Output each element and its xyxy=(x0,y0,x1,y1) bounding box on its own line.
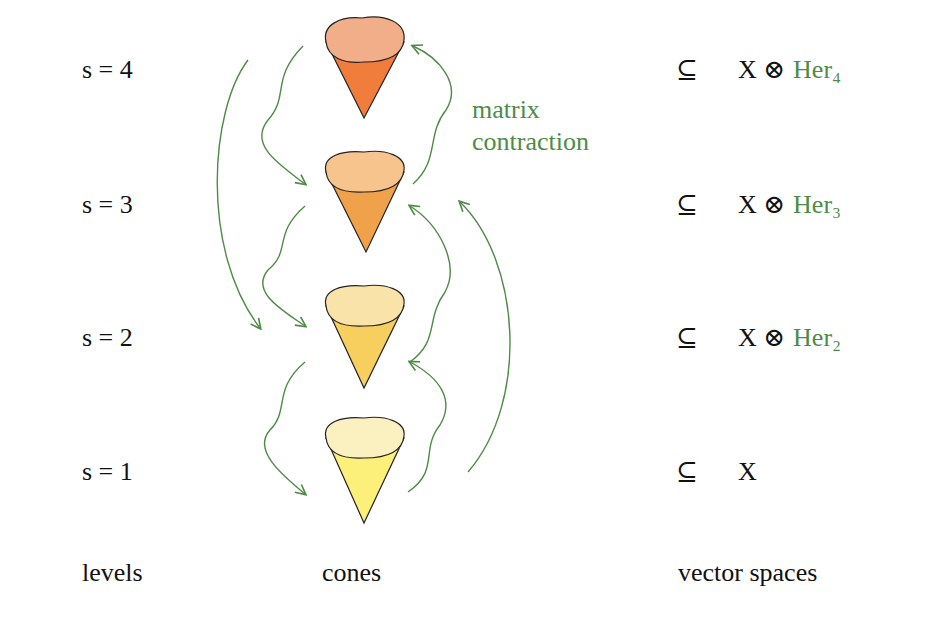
text-label: cones xyxy=(322,557,381,589)
text-label: s = 1 xyxy=(82,456,133,488)
text-label: Her₄ xyxy=(793,54,841,86)
cone-level-1 xyxy=(325,417,404,523)
text-label: ⊆ xyxy=(676,322,698,354)
text-label: X ⊗ xyxy=(738,322,785,354)
text-label: s = 3 xyxy=(82,189,133,221)
text-label: s = 4 xyxy=(82,54,133,86)
text-label: ⊆ xyxy=(676,456,698,488)
text-label: vector spaces xyxy=(678,557,817,589)
cone-level-4 xyxy=(325,17,404,118)
text-label: ⊆ xyxy=(676,189,698,221)
text-label: Her₃ xyxy=(793,189,841,221)
text-label: ⊆ xyxy=(676,54,698,86)
cone-level-3 xyxy=(325,151,404,252)
text-label: matrix contraction xyxy=(472,94,622,158)
text-label: levels xyxy=(82,557,143,589)
text-label: X xyxy=(738,456,757,488)
contraction-arrows xyxy=(217,46,510,494)
text-label: X ⊗ xyxy=(738,54,785,86)
text-label: Her₂ xyxy=(793,322,841,354)
text-label: s = 2 xyxy=(82,322,133,354)
cone-level-2 xyxy=(325,285,404,388)
text-label: X ⊗ xyxy=(738,189,785,221)
